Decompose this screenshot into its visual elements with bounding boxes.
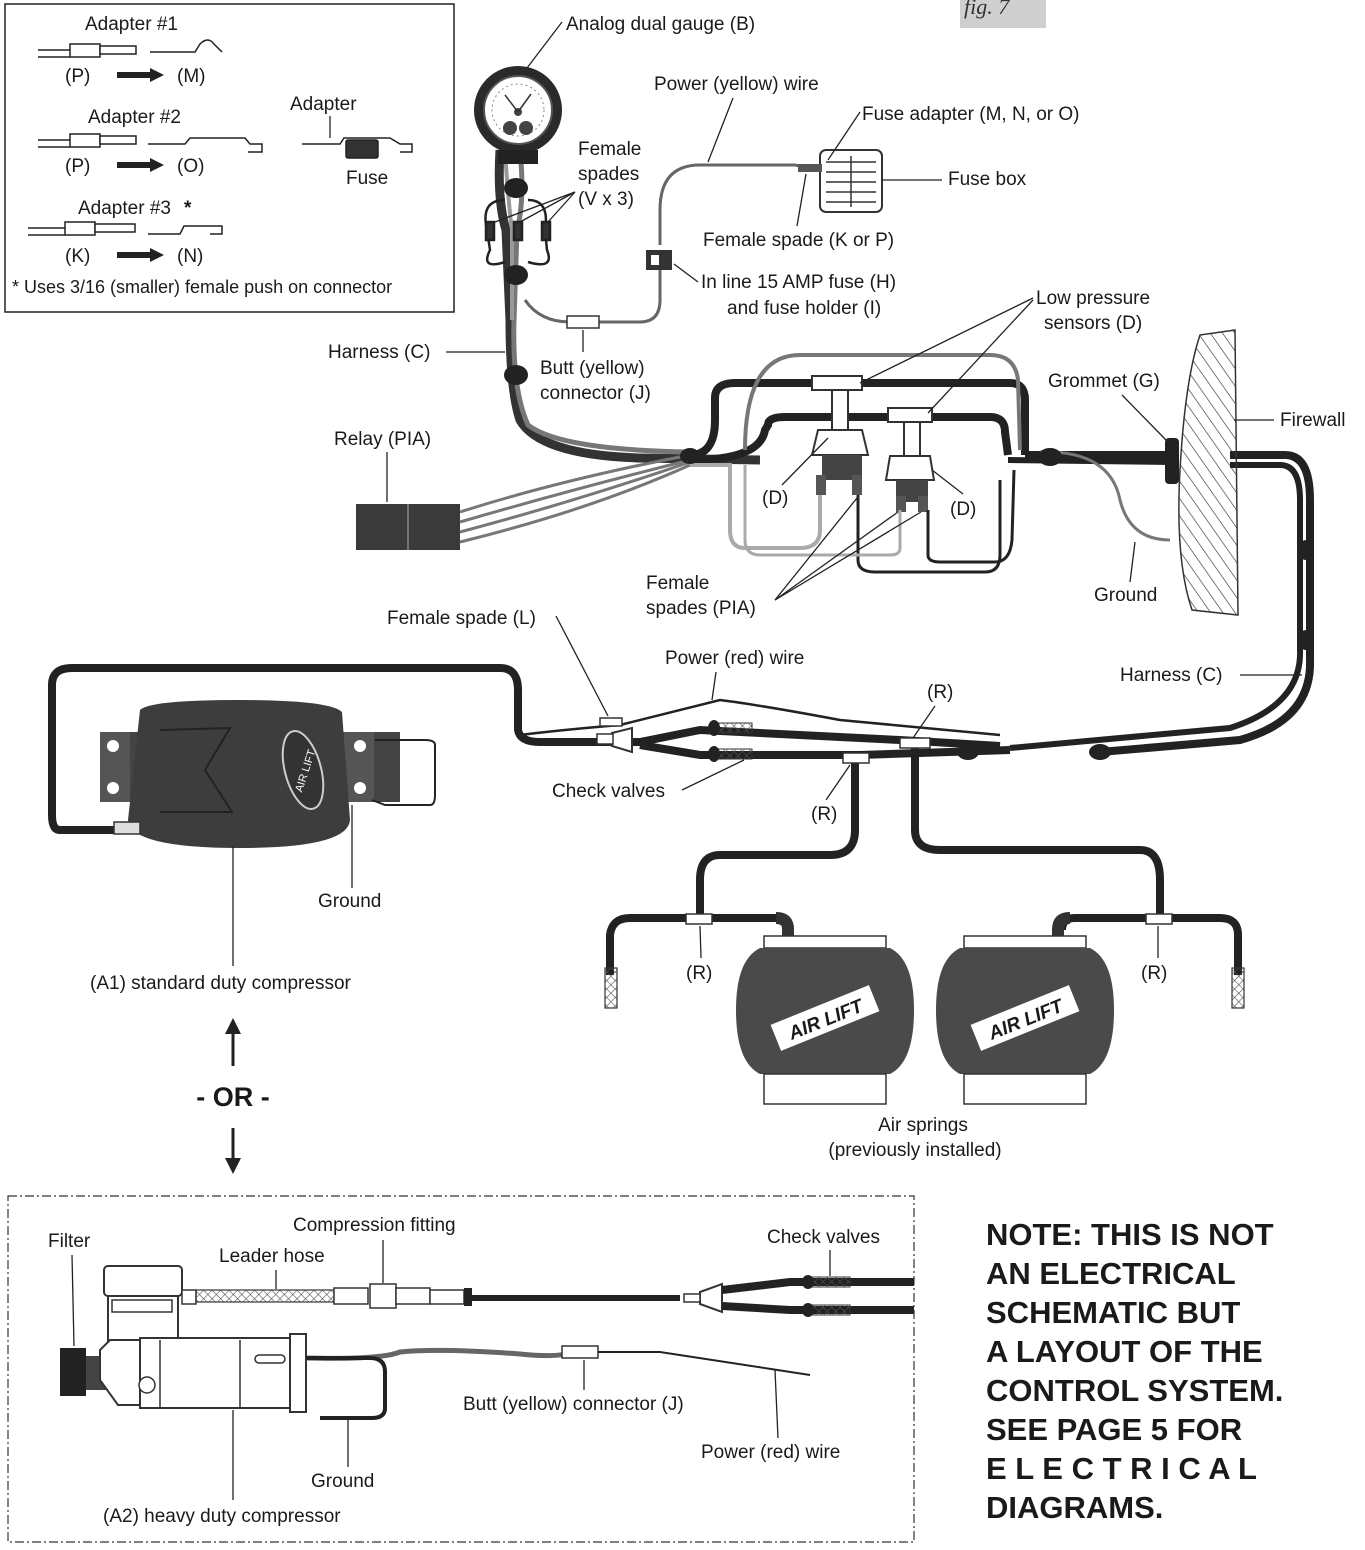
inline-fuse-holder [646, 250, 672, 270]
r-mid-label: (R) [811, 804, 837, 825]
note-line: E L E C T R I C A L [986, 1451, 1257, 1486]
leader-hose-label: Leader hose [219, 1246, 325, 1267]
note-line: SEE PAGE 5 FOR [986, 1412, 1243, 1447]
fuse-label: Fuse [346, 168, 388, 189]
heavy-duty-inset [7, 1195, 915, 1543]
low-pressure-sensors [689, 353, 1029, 574]
relay-pia [356, 453, 691, 550]
air-spring-left: AIR LIFT [736, 935, 914, 1105]
adapter1-connector [38, 39, 223, 58]
or-label: - OR - [196, 1082, 270, 1112]
fuse-adapter-label: Fuse adapter (M, N, or O) [862, 104, 1080, 125]
r-right-label: (R) [1141, 963, 1167, 984]
adapter-label: Adapter [290, 94, 357, 115]
ground-top-label: Ground [1094, 585, 1157, 606]
fuse-adapter-plug [798, 164, 822, 172]
power-yellow-wire [523, 163, 811, 324]
female-spades-v [484, 198, 552, 266]
check-valves-bottom-label: Check valves [767, 1227, 880, 1248]
adapter3-from: (K) [65, 246, 90, 267]
adapter-inset: Adapter #1 (P) (M) Adapter #2 Adapter Fu… [4, 3, 455, 313]
adapter3-star: * [184, 198, 192, 219]
analog-dual-gauge [474, 66, 761, 465]
harness-label-top: Harness (C) [328, 342, 430, 363]
note-line: NOTE: THIS IS NOT [986, 1217, 1274, 1252]
air-springs-label-2: (previously installed) [828, 1140, 1001, 1161]
inset-footnote: * Uses 3/16 (smaller) female push on con… [12, 277, 392, 297]
compressor-a1: AIR LIFT [48, 664, 590, 848]
figure-tag-text: fig. 7 [964, 0, 1010, 19]
adapter2-to: (O) [177, 156, 204, 177]
or-arrows [225, 1018, 241, 1174]
gauge-label: Analog dual gauge (B) [566, 14, 755, 35]
air-springs-label-1: Air springs [878, 1115, 968, 1136]
check-valves-top-label: Check valves [552, 781, 665, 802]
butt-yellow-label-1: Butt (yellow) [540, 358, 645, 379]
compression-fitting-label: Compression fitting [293, 1215, 456, 1236]
female-spades-pia-label-2: spades (PIA) [646, 598, 756, 619]
d-right-label: (D) [950, 499, 976, 520]
fuse-box [819, 149, 883, 213]
note-line: A LAYOUT OF THE [986, 1334, 1263, 1369]
firewall [1165, 329, 1239, 616]
grommet-label: Grommet (G) [1048, 371, 1160, 392]
adapter1-title: Adapter #1 [85, 14, 178, 35]
harness-right-label: Harness (C) [1120, 665, 1222, 686]
female-spade-l-label: Female spade (L) [387, 608, 536, 629]
d-left-label: (D) [762, 488, 788, 509]
ground-mid-label: Ground [318, 891, 381, 912]
female-spades-label-1: Female [578, 139, 641, 160]
relay-label: Relay (PIA) [334, 429, 431, 450]
butt-yellow-label-2: connector (J) [540, 383, 651, 404]
female-spade-kp-label: Female spade (K or P) [703, 230, 894, 251]
power-red-bottom-label: Power (red) wire [701, 1442, 840, 1463]
fuse-box-label: Fuse box [948, 169, 1027, 190]
firewall-label: Firewall [1280, 410, 1345, 431]
adapter2-connector [38, 133, 263, 153]
filter-label: Filter [48, 1231, 91, 1252]
note-text: NOTE: THIS IS NOT AN ELECTRICAL SCHEMATI… [986, 1215, 1314, 1527]
adapter3-connector [28, 221, 223, 236]
air-spring-right: AIR LIFT [936, 935, 1114, 1105]
note-line: DIAGRAMS. [986, 1490, 1164, 1525]
low-pressure-label-2: sensors (D) [1044, 313, 1142, 334]
adapter1-from: (P) [65, 66, 90, 87]
butt-yellow-connector [566, 315, 600, 329]
compressor-a2-label: (A2) heavy duty compressor [103, 1506, 341, 1527]
inline-fuse-label-2: and fuse holder (I) [727, 298, 881, 319]
figure-tag: fig. 7 [960, 0, 1046, 28]
power-yellow-label: Power (yellow) wire [654, 74, 819, 95]
grommet [1165, 438, 1179, 484]
note-line: AN ELECTRICAL [986, 1256, 1236, 1291]
adapter3-title: Adapter #3 [78, 198, 171, 219]
air-lines [519, 698, 1245, 1009]
ground-bottom-label: Ground [311, 1471, 374, 1492]
inline-fuse-label-1: In line 15 AMP fuse (H) [701, 272, 896, 293]
fuse-adapter-drawing [302, 137, 413, 159]
note-line: SCHEMATIC BUT [986, 1295, 1241, 1330]
power-red-top-label: Power (red) wire [665, 648, 804, 669]
low-pressure-label-1: Low pressure [1036, 288, 1150, 309]
adapter3-to: (N) [177, 246, 203, 267]
female-spades-pia-label-1: Female [646, 573, 709, 594]
female-spades-label-2: spades [578, 164, 639, 185]
adapter1-to: (M) [177, 66, 205, 87]
adapter2-from: (P) [65, 156, 90, 177]
butt-yellow-bottom-label: Butt (yellow) connector (J) [463, 1394, 684, 1415]
female-spades-label-3: (V x 3) [578, 189, 634, 210]
main-harness [680, 448, 1315, 760]
note-line: CONTROL SYSTEM. [986, 1373, 1284, 1408]
adapter2-title: Adapter #2 [88, 107, 181, 128]
r-top-label: (R) [927, 682, 953, 703]
r-left-label: (R) [686, 963, 712, 984]
compressor-a1-label: (A1) standard duty compressor [90, 973, 352, 994]
